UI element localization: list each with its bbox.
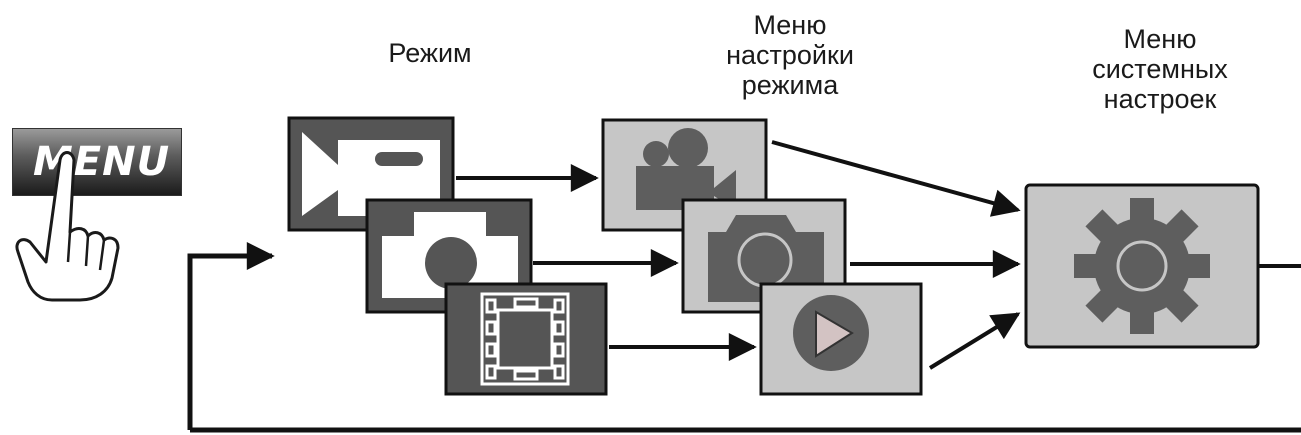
hand-pointer-icon [15,151,120,302]
mode-setup-label-line-1: Меню [753,10,827,40]
mode-setup-menu-label: Меню настройки режима [690,10,890,100]
system-setup-menu-label: Меню системных настроек [1060,24,1260,114]
menu-button[interactable]: MENU [12,128,182,196]
film-frame-icon [480,292,570,386]
gear-icon [1074,198,1210,334]
playback-mode-card[interactable] [444,282,608,396]
playback-setup-card[interactable] [759,282,923,396]
arrow-playback-setup-to-system [928,312,1021,370]
system-label-line-1: Меню [1123,24,1197,54]
play-icon [793,295,869,371]
mode-label-line: Режим [388,38,472,68]
arrow-video-setup-to-system [771,140,1021,217]
mode-setup-label-line-3: режима [741,70,839,100]
system-label-line-2: системных [1092,54,1228,84]
mode-label: Режим [330,38,530,68]
menu-button-label: MENU [33,139,171,185]
system-label-line-3: настроек [1103,84,1217,114]
system-setup-card[interactable] [1024,183,1260,349]
mode-setup-label-line-2: настройки [726,40,854,70]
loop-back-arrow [187,242,1301,433]
